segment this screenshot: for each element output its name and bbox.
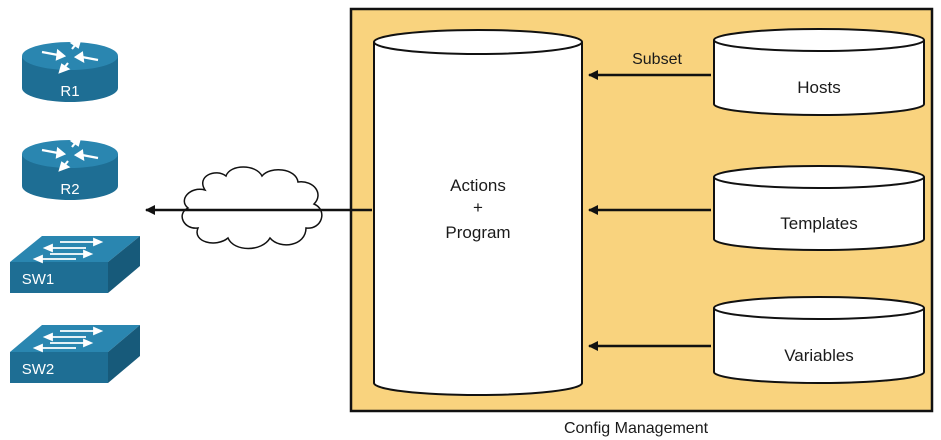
variables-database: Variables <box>713 296 925 384</box>
r1-label: R1 <box>60 83 79 100</box>
switch-sw2-icon: SW2 <box>10 325 140 383</box>
sw1-label: SW1 <box>22 271 55 288</box>
templates-label: Templates <box>780 214 857 233</box>
r2-label: R2 <box>60 181 79 198</box>
router-r2-icon: R2 <box>22 136 118 200</box>
actions-label: Actions <box>450 176 506 195</box>
config-management-caption: Config Management <box>564 420 709 437</box>
switch-sw1-icon: SW1 <box>10 236 140 293</box>
cloud-icon <box>181 166 323 250</box>
variables-label: Variables <box>784 346 854 365</box>
sw2-label: SW2 <box>22 361 55 378</box>
plus-label: + <box>473 198 483 217</box>
subset-label: Subset <box>632 51 682 68</box>
router-r1-icon: R1 <box>22 38 118 102</box>
hosts-database: Hosts <box>713 28 925 116</box>
program-label: Program <box>445 223 510 242</box>
templates-database: Templates <box>713 165 925 251</box>
actions-program-database: Actions + Program <box>373 29 583 396</box>
hosts-label: Hosts <box>797 78 840 97</box>
